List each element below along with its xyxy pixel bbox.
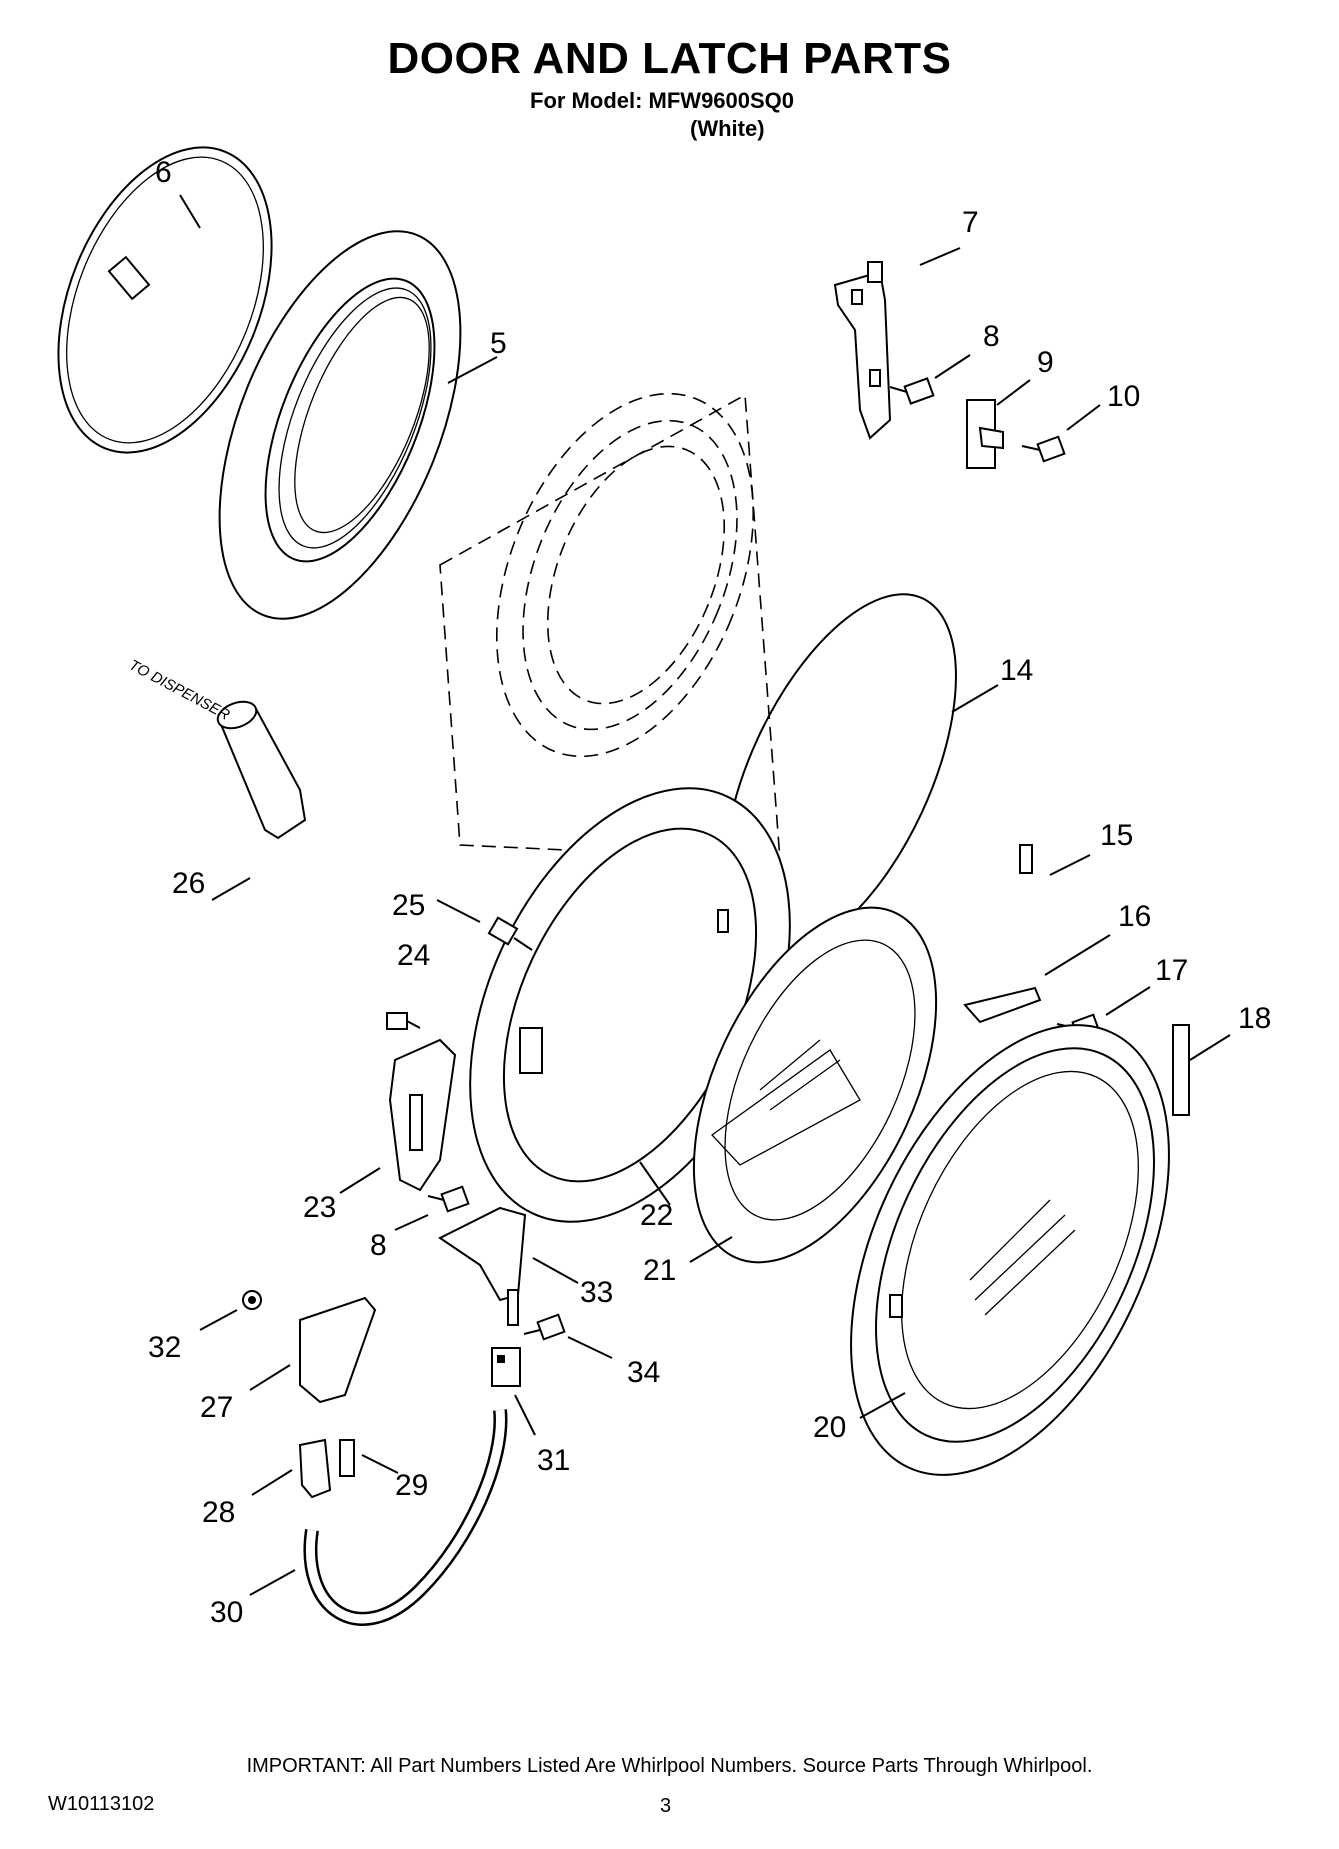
callout-18: 18 <box>1238 1002 1271 1035</box>
part-9-strike <box>966 399 1004 469</box>
dispenser-note: TO DISPENSER <box>126 657 233 724</box>
callout-21: 21 <box>643 1254 676 1287</box>
callout-28: 28 <box>202 1496 235 1529</box>
part-25-screw <box>487 916 533 951</box>
callout-14: 14 <box>1000 654 1033 687</box>
callout-33: 33 <box>580 1276 613 1309</box>
page-number: 3 <box>660 1795 672 1817</box>
part-18-strip <box>1172 1024 1190 1116</box>
callout-23: 23 <box>303 1191 336 1224</box>
part-24-screw <box>386 1012 421 1030</box>
part-21-glass-bowl <box>692 906 938 1264</box>
part-8-screw-lower <box>427 1185 470 1213</box>
callout-31: 31 <box>537 1444 570 1477</box>
part-23-hinge <box>388 1038 457 1192</box>
callout-10: 10 <box>1107 380 1140 413</box>
callout-15: 15 <box>1100 819 1133 852</box>
callout-5: 5 <box>490 327 507 360</box>
callout-27: 27 <box>200 1391 233 1424</box>
part-31-latch-block <box>491 1347 521 1387</box>
callout-25: 25 <box>392 889 425 922</box>
front-panel-reference <box>439 392 781 861</box>
callout-8-upper: 8 <box>983 320 1000 353</box>
callout-26: 26 <box>172 867 205 900</box>
part-16-hinge-plate <box>963 986 1042 1024</box>
part-15-clip <box>1019 844 1033 874</box>
leader-arrows <box>179 194 1231 1596</box>
part-7-latch-bracket <box>833 261 892 440</box>
callout-30: 30 <box>210 1596 243 1629</box>
part-26-dispenser-hose <box>216 700 307 840</box>
part-6-clamp <box>57 146 273 454</box>
callout-24: 24 <box>397 939 430 972</box>
part-34-screw <box>523 1313 566 1341</box>
part-28-clip <box>298 1438 332 1499</box>
page-title: DOOR AND LATCH PARTS <box>387 34 952 83</box>
callout-17: 17 <box>1155 954 1188 987</box>
part-20-outer-door <box>850 1024 1170 1476</box>
callout-9: 9 <box>1037 346 1054 379</box>
part-29-insert <box>339 1439 355 1477</box>
callout-16: 16 <box>1118 900 1151 933</box>
footer-important-note: IMPORTANT: All Part Numbers Listed Are W… <box>246 1755 1093 1777</box>
part-5-bellow <box>218 230 462 620</box>
callout-7: 7 <box>962 206 979 239</box>
callout-6: 6 <box>155 156 172 189</box>
callout-8-lower: 8 <box>370 1229 387 1262</box>
callout-20: 20 <box>813 1411 846 1444</box>
part-33-handle-housing <box>438 1206 527 1326</box>
part-8-screw-upper <box>889 377 935 405</box>
callout-22: 22 <box>640 1199 673 1232</box>
callout-29: 29 <box>395 1469 428 1502</box>
part-10-screw <box>1021 435 1066 463</box>
model-line: For Model: MFW9600SQ0 <box>530 88 795 113</box>
part-32-bumper <box>242 1290 262 1310</box>
part-30-trim <box>303 1409 508 1626</box>
callout-32: 32 <box>148 1331 181 1364</box>
color-line: (White) <box>690 116 765 141</box>
callout-34: 34 <box>627 1356 660 1389</box>
document-number: W10113102 <box>48 1793 155 1815</box>
part-27-handle <box>299 1296 377 1404</box>
